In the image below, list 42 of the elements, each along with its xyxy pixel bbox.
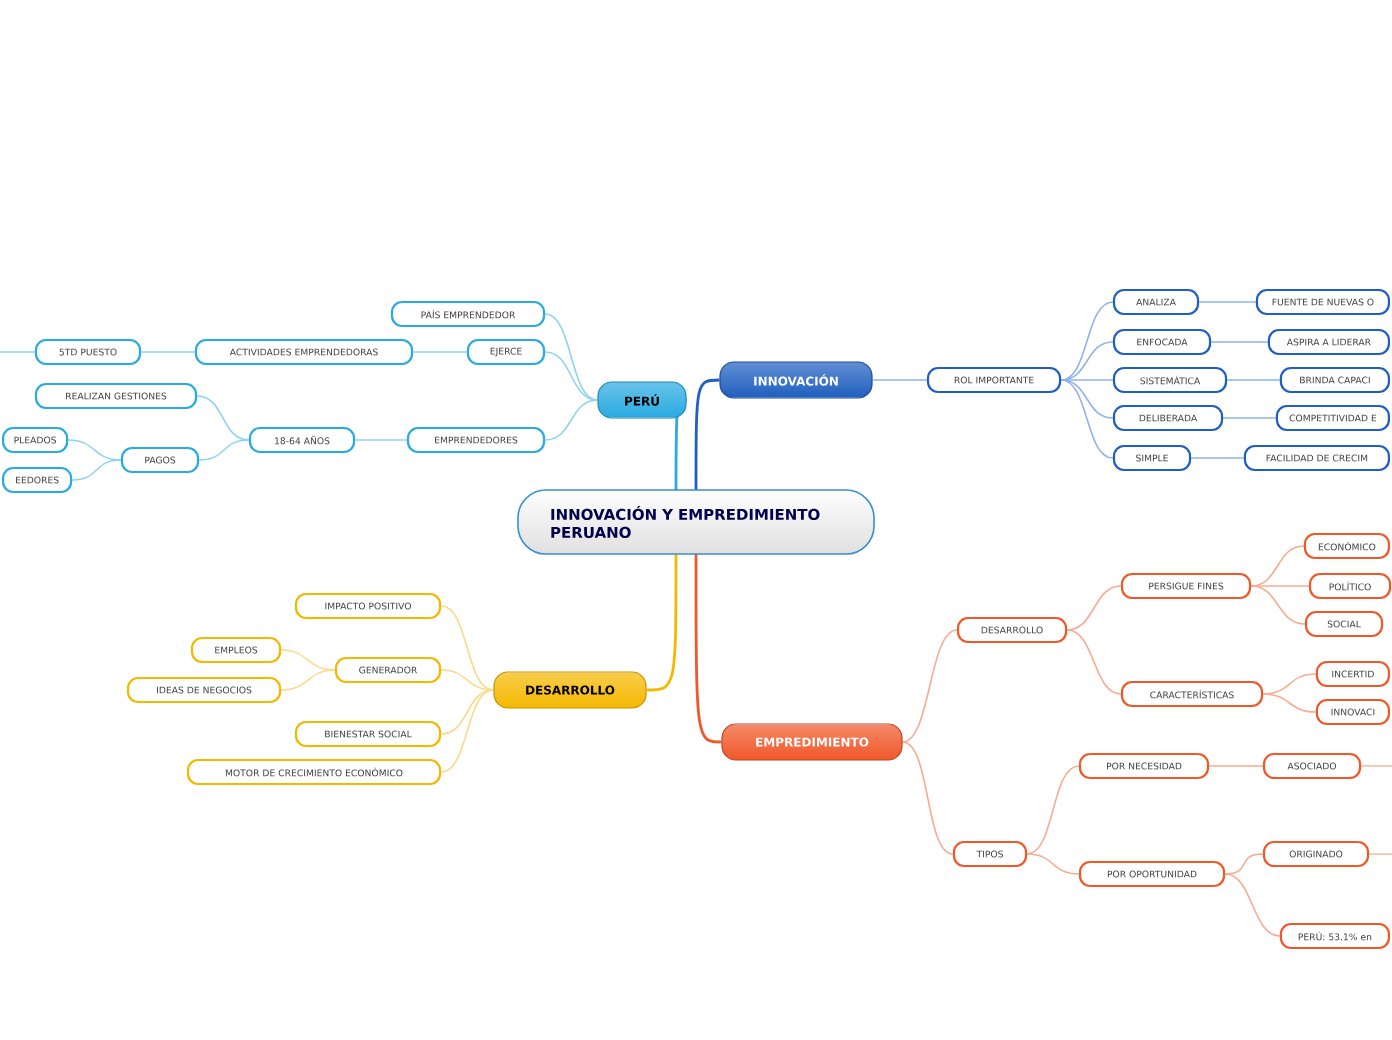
connector bbox=[1210, 341, 1269, 343]
connector bbox=[1250, 585, 1310, 587]
connector bbox=[1026, 765, 1080, 855]
connector bbox=[280, 649, 336, 671]
connector bbox=[901, 629, 958, 743]
connector bbox=[1060, 379, 1114, 419]
connector bbox=[544, 313, 599, 401]
connector bbox=[1066, 585, 1122, 631]
connector bbox=[1224, 853, 1264, 875]
connector bbox=[1198, 301, 1257, 303]
connector bbox=[1190, 457, 1245, 459]
connector bbox=[196, 395, 250, 441]
connector bbox=[1250, 585, 1306, 625]
connector bbox=[67, 439, 122, 461]
connector bbox=[1066, 629, 1122, 695]
connector bbox=[440, 605, 495, 691]
connector bbox=[280, 669, 336, 691]
connector bbox=[544, 399, 599, 441]
connector bbox=[71, 459, 122, 481]
connector bbox=[440, 669, 495, 691]
connector bbox=[198, 439, 250, 461]
connector bbox=[1060, 379, 1114, 381]
connector bbox=[1060, 379, 1114, 459]
connector bbox=[871, 379, 928, 381]
connector bbox=[1368, 853, 1392, 855]
connector bbox=[1208, 765, 1264, 767]
connector bbox=[1360, 765, 1392, 767]
connector bbox=[694, 378, 720, 490]
connector bbox=[1060, 301, 1114, 381]
connector bbox=[1224, 873, 1281, 937]
connector bbox=[544, 351, 599, 401]
connector bbox=[440, 689, 495, 773]
connector bbox=[440, 689, 495, 735]
connector bbox=[1226, 379, 1281, 381]
connector bbox=[901, 741, 954, 855]
connector bbox=[1026, 853, 1080, 875]
connector bbox=[0, 351, 36, 353]
connector bbox=[412, 351, 468, 353]
connector bbox=[1222, 417, 1277, 419]
connector bbox=[354, 439, 408, 441]
connector bbox=[140, 351, 196, 353]
connector bbox=[1262, 693, 1317, 713]
